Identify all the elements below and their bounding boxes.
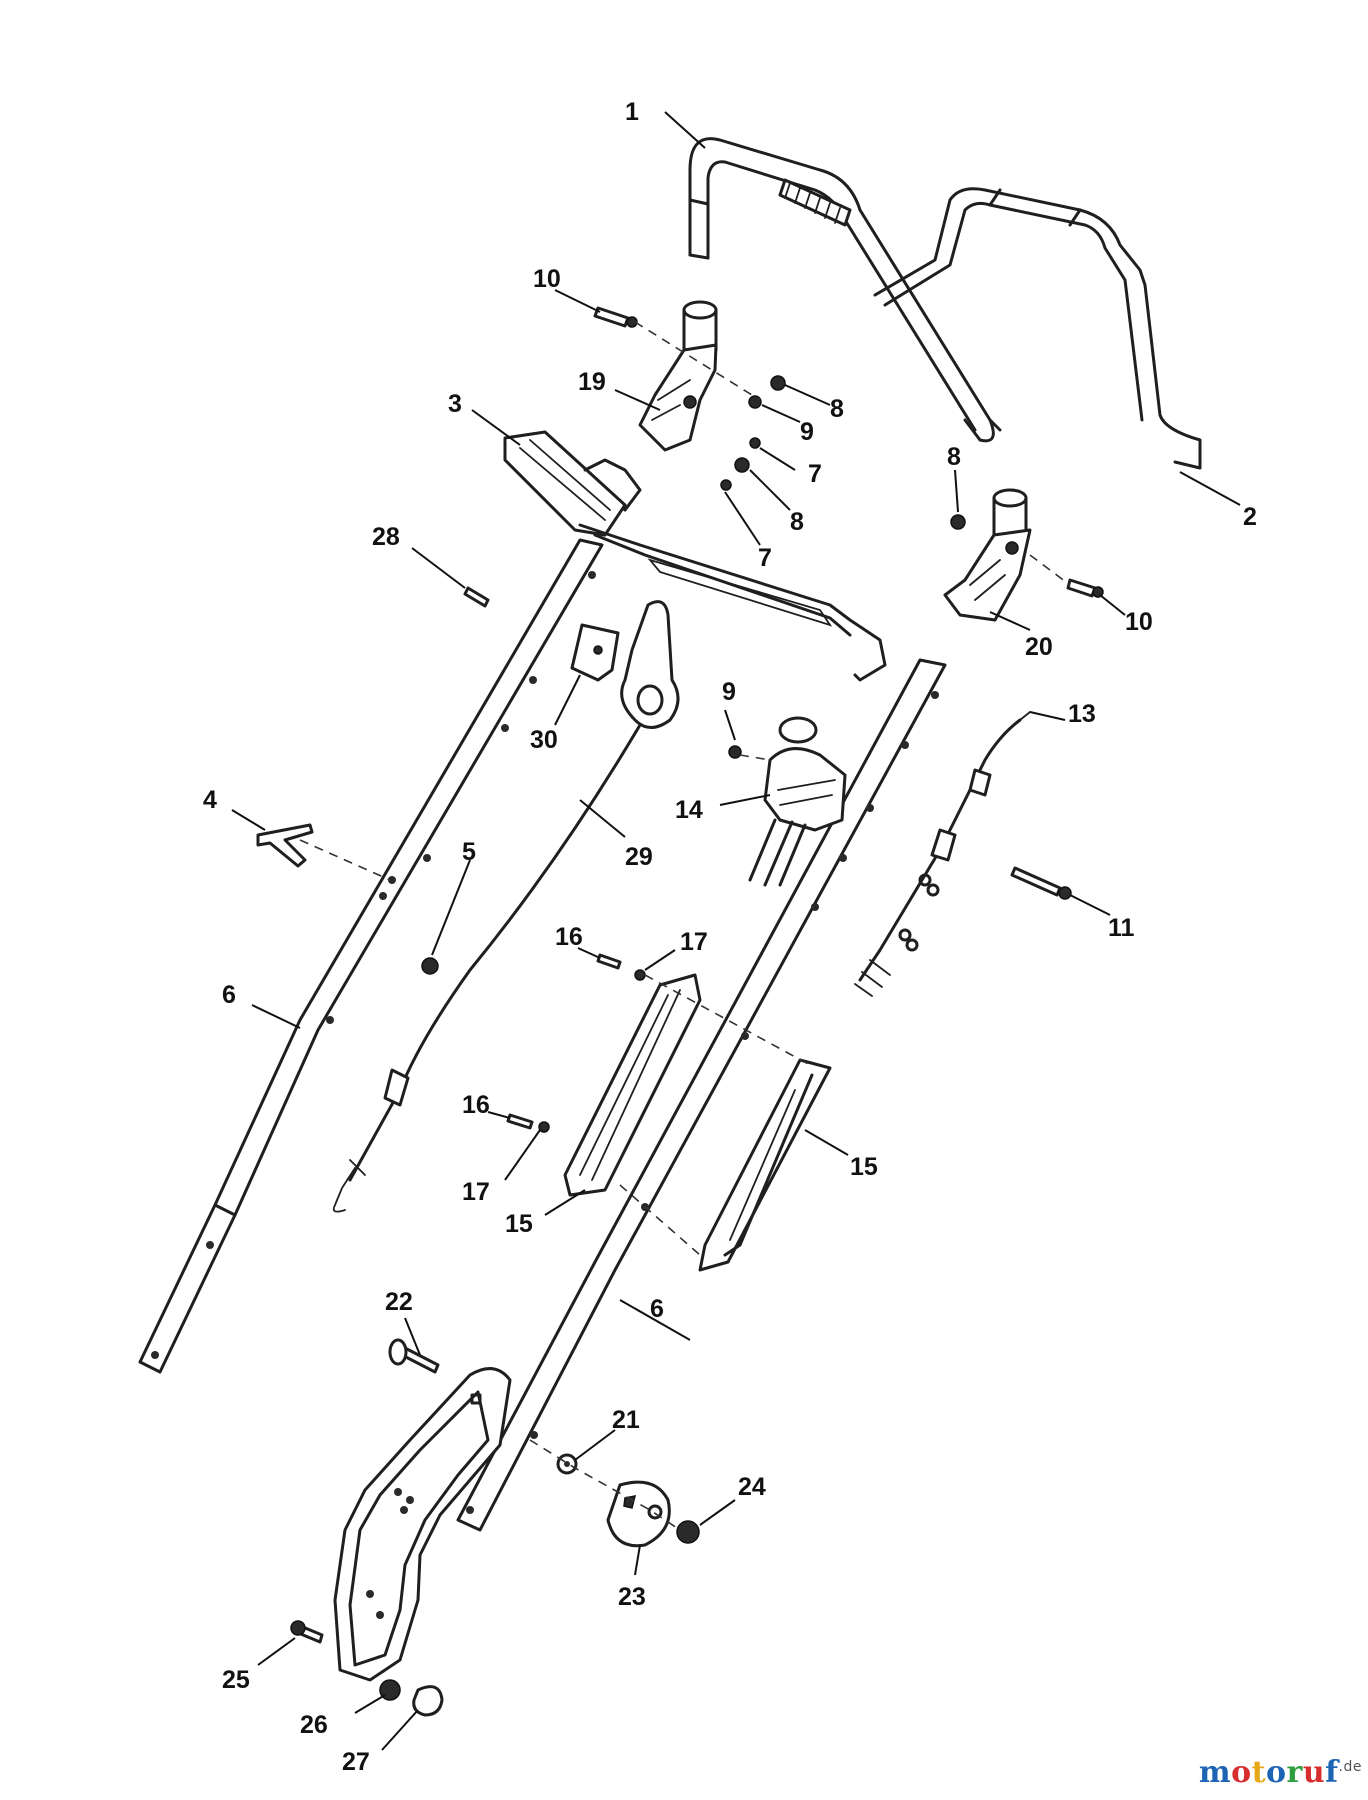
bolt-22 [388, 1338, 440, 1374]
callout-15-outer: 15 [850, 1153, 878, 1181]
left-handle-bracket [638, 300, 718, 452]
bolt-10-right [1066, 578, 1104, 598]
watermark-letter: o [1266, 1755, 1287, 1790]
leader-lines [231, 111, 1241, 1751]
callout-21: 21 [612, 1406, 640, 1434]
brake-lever [748, 716, 847, 887]
callout-17-b: 17 [462, 1178, 490, 1206]
screw-16-a [596, 953, 622, 970]
callout-16-a: 16 [555, 923, 583, 951]
callout-8-c: 8 [947, 443, 961, 471]
callout-26: 26 [300, 1711, 328, 1739]
callout-6-right: 6 [650, 1295, 664, 1323]
screw-16-b [506, 1113, 534, 1130]
right-handle-bracket [943, 488, 1032, 622]
callout-28: 28 [372, 523, 400, 551]
nut-24 [676, 1520, 700, 1544]
callout-29: 29 [625, 843, 653, 871]
callout-7-a: 7 [808, 460, 822, 488]
motoruf-watermark-logo: motoruf.de [1199, 1755, 1362, 1790]
bolt-10-upper [593, 306, 638, 328]
callout-30: 30 [530, 726, 558, 754]
callout-7-b: 7 [758, 544, 772, 572]
callout-4: 4 [203, 786, 217, 814]
bolt-11 [1010, 866, 1072, 900]
watermark-letter: f [1325, 1755, 1339, 1790]
nut-8-b [734, 457, 750, 473]
callout-17-a: 17 [680, 928, 708, 956]
bolt-25 [290, 1620, 324, 1644]
washer-9-b [728, 745, 742, 759]
watermark-text: motoruf [1199, 1755, 1339, 1790]
callout-6-left: 6 [222, 981, 236, 1009]
callout-20: 20 [1025, 633, 1053, 661]
right-handle-tube [456, 658, 947, 1532]
screw-7-b [720, 479, 732, 491]
callout-labels: 1 2 3 4 5 6 6 7 7 8 8 8 9 9 10 10 11 13 … [203, 98, 1257, 1776]
cap-27 [412, 1685, 444, 1717]
throttle-clip [570, 623, 620, 682]
control-cable [854, 711, 1031, 997]
screw-7-a [749, 437, 761, 449]
callout-13: 13 [1068, 700, 1096, 728]
clip-4 [256, 823, 314, 868]
lower-mounting-bracket [333, 1367, 512, 1682]
callout-24: 24 [738, 1473, 766, 1501]
callout-1: 1 [625, 98, 639, 126]
callout-19: 19 [578, 368, 606, 396]
callout-9-b: 9 [722, 678, 736, 706]
callout-10-right: 10 [1125, 608, 1153, 636]
callout-3: 3 [448, 390, 462, 418]
throttle-lever [620, 600, 680, 729]
left-handle-tube [138, 538, 604, 1374]
callout-15-inner: 15 [505, 1210, 533, 1238]
nut-8-a [770, 375, 786, 391]
callout-8-b: 8 [790, 508, 804, 536]
watermark-letter: t [1251, 1755, 1266, 1790]
nut-8-c [950, 514, 966, 530]
screw-28 [463, 586, 490, 608]
callout-14: 14 [675, 796, 703, 824]
throttle-cable [332, 723, 642, 1213]
cam-23 [606, 1480, 671, 1548]
watermark-letter: o [1231, 1755, 1252, 1790]
watermark-letter: u [1302, 1755, 1326, 1790]
watermark-suffix: .de [1338, 1759, 1362, 1775]
callout-23: 23 [618, 1583, 646, 1611]
cable-guide-outer [698, 1058, 832, 1272]
callout-16-b: 16 [462, 1091, 490, 1119]
nut-5 [421, 957, 439, 975]
callout-9-a: 9 [800, 418, 814, 446]
washer-17-b [538, 1121, 550, 1133]
callout-11: 11 [1108, 914, 1135, 942]
cable-guide-inner [563, 973, 702, 1197]
callout-5: 5 [462, 838, 476, 866]
callout-22: 22 [385, 1288, 413, 1316]
callout-2: 2 [1243, 503, 1257, 531]
watermark-letter: r [1286, 1755, 1303, 1790]
watermark-letter: m [1198, 1755, 1232, 1790]
callout-8-a: 8 [830, 395, 844, 423]
washer-17-a [634, 969, 646, 981]
control-lever-assembly [503, 430, 887, 682]
callout-25: 25 [222, 1666, 250, 1694]
upper-handle-bar [688, 137, 1002, 443]
washer-9-a [748, 395, 762, 409]
bail-lever [873, 187, 1202, 470]
callout-27: 27 [342, 1748, 370, 1776]
callout-10-upper: 10 [533, 265, 561, 293]
